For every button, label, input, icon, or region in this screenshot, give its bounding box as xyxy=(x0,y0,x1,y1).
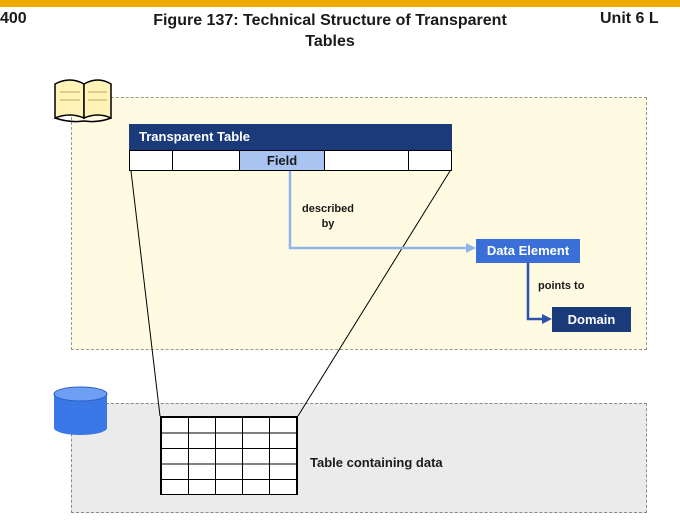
transparent-table-fields: Field xyxy=(129,150,452,171)
transparent-table-header: Transparent Table xyxy=(129,124,452,150)
data-element-box: Data Element xyxy=(476,239,580,263)
domain-box: Domain xyxy=(552,307,631,332)
field-cell: Field xyxy=(240,151,325,170)
accent-bar xyxy=(0,0,680,7)
points-to-label: points to xyxy=(538,280,585,292)
figure-title: Figure 137: Technical Structure of Trans… xyxy=(153,12,507,50)
unit-label: Unit 6 L xyxy=(600,10,659,27)
database-cylinder-icon xyxy=(53,386,108,435)
table-field-cell xyxy=(325,151,410,170)
table-field-cell xyxy=(409,151,451,170)
table-field-cell xyxy=(173,151,241,170)
described-by-label: described by xyxy=(302,203,354,230)
book-icon xyxy=(54,79,112,123)
data-table-grid xyxy=(160,416,298,495)
table-field-cell xyxy=(130,151,173,170)
page-number: 400 xyxy=(0,10,27,27)
table-data-label: Table containing data xyxy=(310,455,443,470)
